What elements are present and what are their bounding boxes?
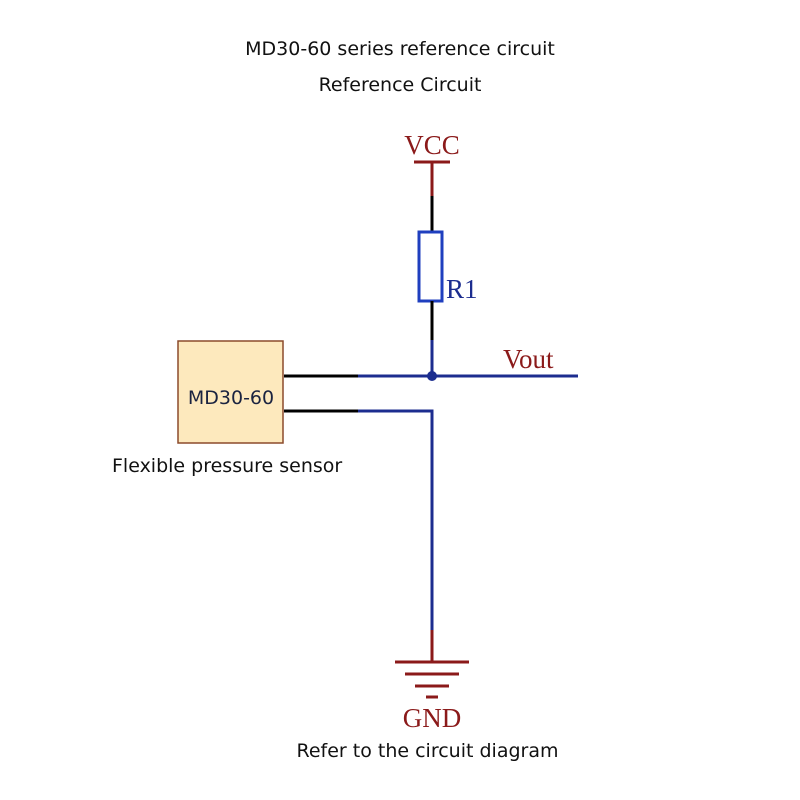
- gnd-label: GND: [403, 703, 462, 733]
- wire-ground-return: [358, 409, 434, 630]
- vcc-label: VCC: [404, 130, 460, 160]
- page-title: MD30-60 series reference circuit: [245, 38, 555, 60]
- vout-label: Vout: [503, 344, 554, 374]
- resistor-label: R1: [446, 274, 478, 304]
- sensor-caption: Flexible pressure sensor: [112, 455, 343, 477]
- sensor-box: [177, 340, 284, 444]
- sensor-label: MD30-60: [188, 387, 274, 409]
- page-subtitle: Reference Circuit: [318, 74, 482, 96]
- resistor-r1: [417, 230, 444, 303]
- diagram-footer: Refer to the circuit diagram: [296, 740, 559, 762]
- junction-node: [427, 371, 437, 381]
